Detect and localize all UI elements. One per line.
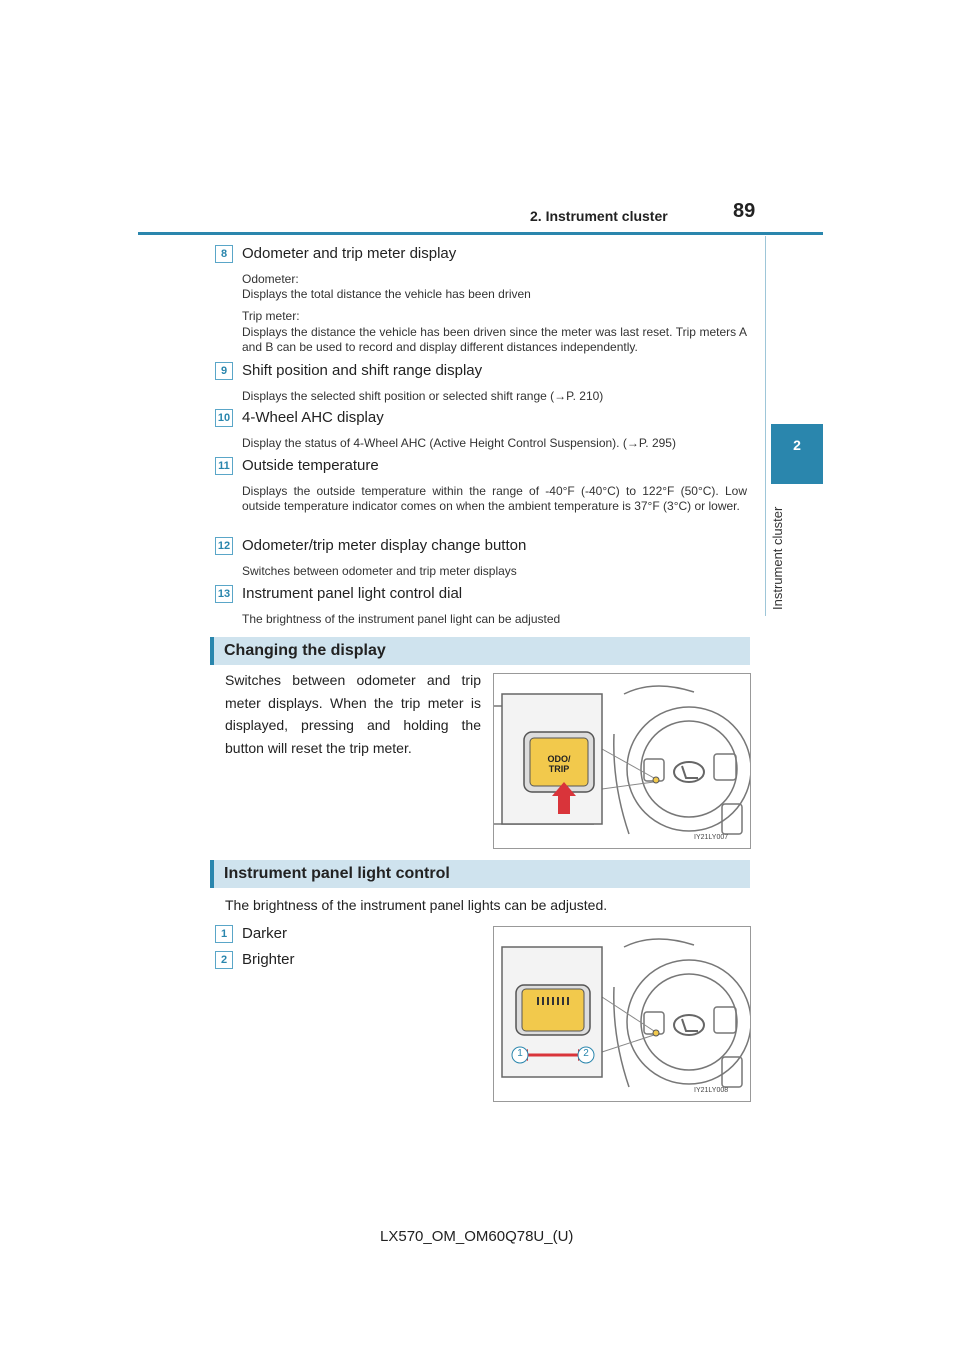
lexus-logo-icon xyxy=(673,761,705,783)
section-heading-changing-display: Changing the display xyxy=(210,637,750,665)
callout-1: 1 xyxy=(517,1048,523,1059)
item-description: Switches between odometer and trip meter… xyxy=(242,564,517,578)
section-heading-instrument-panel-light: Instrument panel light control xyxy=(210,860,750,888)
section-paragraph: The brightness of the instrument panel l… xyxy=(225,897,608,913)
item-description: Trip meter: xyxy=(242,309,300,323)
list-item-darker: Darker xyxy=(242,925,288,942)
item-title: Shift position and shift range display xyxy=(242,362,483,379)
light-control-dial-illustration: 1 2 IY21LY008 xyxy=(493,926,751,1102)
section-heading-text: Instrument panel light control xyxy=(224,865,450,882)
item-number-badge: 8 xyxy=(215,245,233,263)
odo-trip-button[interactable]: ODO/ TRIP xyxy=(530,754,588,774)
item-description: Displays the distance the vehicle has be… xyxy=(242,325,747,354)
list-number-badge: 1 xyxy=(215,925,233,943)
light-control-dial[interactable] xyxy=(521,988,585,1032)
odo-label: ODO/ xyxy=(547,754,571,764)
item-title: Odometer and trip meter display xyxy=(242,245,457,262)
item-number-badge: 13 xyxy=(215,585,233,603)
callout-2: 2 xyxy=(583,1048,589,1059)
document-code-footer: LX570_OM_OM60Q78U_(U) xyxy=(380,1228,574,1245)
page-number: 89 xyxy=(733,200,756,222)
press-arrow-icon xyxy=(552,782,576,814)
item-description: The brightness of the instrument panel l… xyxy=(242,612,561,626)
item-description: Displays the outside temperature within … xyxy=(242,484,747,513)
list-item-brighter: Brighter xyxy=(242,951,295,968)
item-number-badge: 11 xyxy=(215,457,233,475)
figure-code: IY21LY008 xyxy=(694,1087,729,1094)
section-heading-text: Changing the display xyxy=(224,642,386,659)
trip-label: TRIP xyxy=(548,764,570,774)
item-number-badge: 9 xyxy=(215,362,233,380)
item-title: 4-Wheel AHC display xyxy=(242,409,384,426)
item-description: Odometer: xyxy=(242,272,299,286)
odo-trip-button-illustration: ODO/ TRIP IY21LY007 xyxy=(493,673,751,849)
chapter-tab[interactable]: 2 xyxy=(771,424,823,484)
chapter-tab-label: Instrument cluster xyxy=(770,506,785,610)
side-divider xyxy=(765,236,766,616)
lexus-logo-icon xyxy=(673,1014,705,1036)
item-description: Displays the total distance the vehicle … xyxy=(242,287,531,301)
list-number-badge: 2 xyxy=(215,951,233,969)
item-description: Displays the selected shift position or … xyxy=(242,389,604,403)
header-rule xyxy=(138,232,823,235)
item-title: Outside temperature xyxy=(242,457,379,474)
dashboard-drawing xyxy=(501,938,750,1088)
running-header: 2. Instrument cluster xyxy=(530,208,668,224)
section-paragraph: Switches between odometer and trip meter… xyxy=(225,672,481,756)
item-title: Instrument panel light control dial xyxy=(242,585,463,602)
item-title: Odometer/trip meter display change butto… xyxy=(242,537,527,554)
dashboard-drawing xyxy=(494,685,750,835)
item-number-badge: 12 xyxy=(215,537,233,555)
item-number-badge: 10 xyxy=(215,409,233,427)
item-description: Display the status of 4-Wheel AHC (Activ… xyxy=(242,436,676,450)
figure-code: IY21LY007 xyxy=(694,834,729,841)
